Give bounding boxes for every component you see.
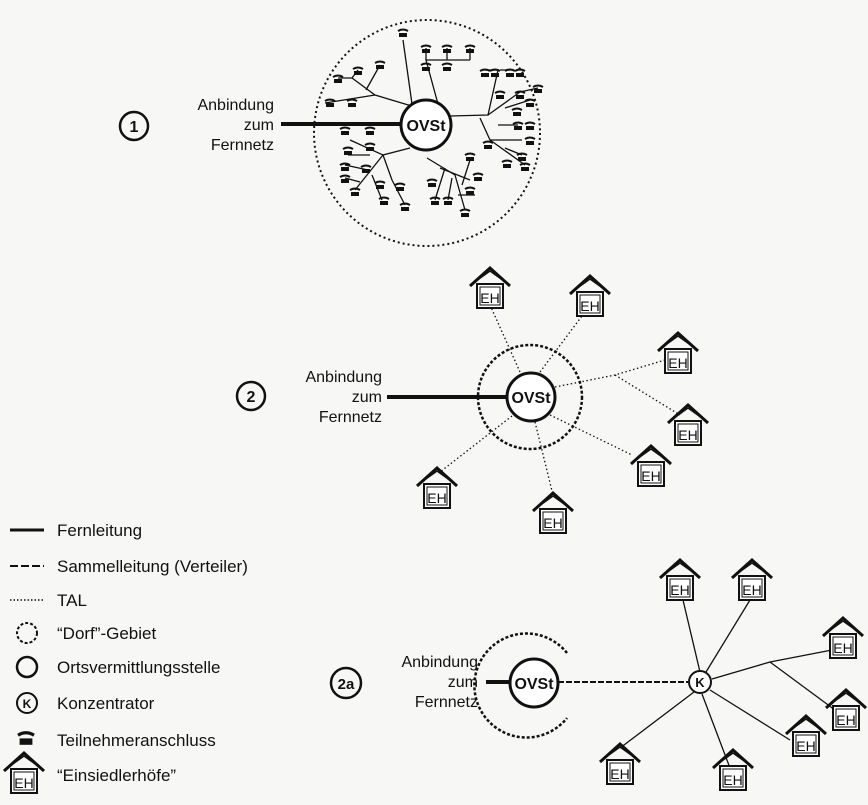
house-2-1: EH bbox=[468, 266, 512, 310]
legend-label: “Dorf”-Gebiet bbox=[57, 624, 156, 643]
svg-text:EH: EH bbox=[678, 427, 697, 443]
concentrator-icon-letter: K bbox=[23, 697, 32, 711]
scenario-number-2: 2 bbox=[247, 389, 256, 406]
legend-item-einsiedlerhoefe: EH “Einsiedlerhöfe” bbox=[2, 751, 176, 795]
svg-text:EH: EH bbox=[610, 766, 629, 782]
link-label-2a-a: Anbindung bbox=[401, 654, 478, 671]
scenario-number-2a: 2a bbox=[338, 676, 355, 693]
exchange-label-2a: OVSt bbox=[514, 676, 554, 693]
house-2a-2: EH bbox=[730, 558, 774, 602]
legend-label: Konzentrator bbox=[57, 694, 155, 713]
scenario-2: EH EH EH EH EH EH EH OVSt Anbindung zum … bbox=[235, 266, 710, 535]
dashed-circle-icon bbox=[16, 622, 38, 644]
house-2-6: EH bbox=[531, 491, 575, 535]
tal-lines-2 bbox=[439, 304, 681, 496]
svg-text:EH: EH bbox=[580, 298, 599, 314]
scenario-1: OVSt Anbindung zum Fernnetz 1 bbox=[118, 19, 544, 247]
exchange-2a bbox=[508, 657, 560, 709]
link-label-2b: zum bbox=[352, 389, 382, 406]
concentrator-label-2a: K bbox=[695, 675, 705, 690]
legend-label: “Einsiedlerhöfe” bbox=[57, 766, 176, 785]
legend: Fernleitung Sammelleitung (Verteiler) TA… bbox=[2, 521, 248, 795]
svg-text:EH: EH bbox=[723, 772, 742, 788]
exchange-2 bbox=[505, 371, 557, 423]
house-2-3: EH bbox=[656, 331, 700, 375]
scenario-number-badge-2a bbox=[329, 666, 363, 700]
link-label-1b: zum bbox=[244, 117, 274, 134]
link-label-2a-c: Fernnetz bbox=[415, 694, 478, 711]
concentrator-icon bbox=[16, 692, 38, 714]
remote-farms-2a: EH EH EH EH EH EH EH bbox=[598, 558, 868, 792]
legend-item-dorf: “Dorf”-Gebiet bbox=[16, 622, 156, 644]
concentrator-2a bbox=[688, 670, 712, 694]
house-2a-3: EH bbox=[821, 616, 865, 660]
svg-text:EH: EH bbox=[668, 355, 687, 371]
house-2-7: EH bbox=[415, 466, 459, 510]
circle-icon bbox=[15, 655, 39, 679]
svg-text:EH: EH bbox=[480, 290, 499, 306]
house-2a-7: EH bbox=[598, 742, 642, 786]
scenario-2a: EH EH EH EH EH EH EH OVSt K Anbindung zu… bbox=[329, 558, 868, 792]
svg-text:EH: EH bbox=[796, 738, 815, 754]
svg-text:EH: EH bbox=[641, 468, 660, 484]
house-2a-1: EH bbox=[658, 558, 702, 602]
village-area-2 bbox=[476, 343, 584, 451]
scenario-number-1: 1 bbox=[130, 119, 139, 136]
house-2-5: EH bbox=[629, 444, 673, 488]
telephone-icon bbox=[16, 731, 36, 747]
house-2a-5: EH bbox=[784, 714, 828, 758]
svg-text:EH: EH bbox=[742, 582, 761, 598]
legend-label: Teilnehmeranschluss bbox=[57, 731, 216, 750]
house-icon: EH bbox=[2, 751, 46, 795]
legend-item-konzentrator: K Konzentrator bbox=[16, 692, 155, 714]
legend-label: TAL bbox=[57, 591, 87, 610]
k-lines-2a bbox=[619, 599, 836, 769]
legend-label: Fernleitung bbox=[57, 521, 142, 540]
link-label-1c: Fernnetz bbox=[211, 137, 274, 154]
village-area-2a bbox=[473, 632, 568, 739]
legend-label: Sammelleitung (Verteiler) bbox=[57, 557, 248, 576]
remote-farms-2: EH EH EH EH EH EH EH bbox=[415, 266, 710, 535]
tree-lines-1 bbox=[324, 39, 539, 211]
legend-item-fernleitung: Fernleitung bbox=[10, 521, 142, 540]
svg-text:EH: EH bbox=[836, 712, 855, 728]
link-label-2c: Fernnetz bbox=[319, 409, 382, 426]
legend-item-teilnehmer: Teilnehmeranschluss bbox=[16, 731, 216, 750]
legend-item-sammelleitung: Sammelleitung (Verteiler) bbox=[10, 557, 248, 576]
legend-item-ovst: Ortsvermittlungsstelle bbox=[15, 655, 220, 679]
svg-text:EH: EH bbox=[833, 640, 852, 656]
svg-text:EH: EH bbox=[543, 515, 562, 531]
exchange-1 bbox=[399, 98, 453, 152]
link-label-2a-b: zum bbox=[448, 674, 478, 691]
svg-text:EH: EH bbox=[427, 490, 446, 506]
village-area-1 bbox=[313, 19, 541, 247]
house-2a-6: EH bbox=[711, 748, 755, 792]
legend-label: Ortsvermittlungsstelle bbox=[57, 658, 220, 677]
exchange-label-1: OVSt bbox=[406, 118, 446, 135]
house-2-2: EH bbox=[568, 274, 612, 318]
link-label-2a: Anbindung bbox=[305, 369, 382, 386]
svg-text:EH: EH bbox=[14, 775, 33, 791]
link-label-1a: Anbindung bbox=[197, 97, 274, 114]
svg-text:EH: EH bbox=[670, 582, 689, 598]
scenario-number-badge-1 bbox=[118, 110, 150, 142]
house-2a-4: EH bbox=[824, 688, 868, 732]
exchange-label-2: OVSt bbox=[511, 390, 551, 407]
house-2-4: EH bbox=[666, 403, 710, 447]
legend-item-tal: TAL bbox=[10, 591, 87, 610]
scenario-number-badge-2 bbox=[235, 380, 267, 412]
